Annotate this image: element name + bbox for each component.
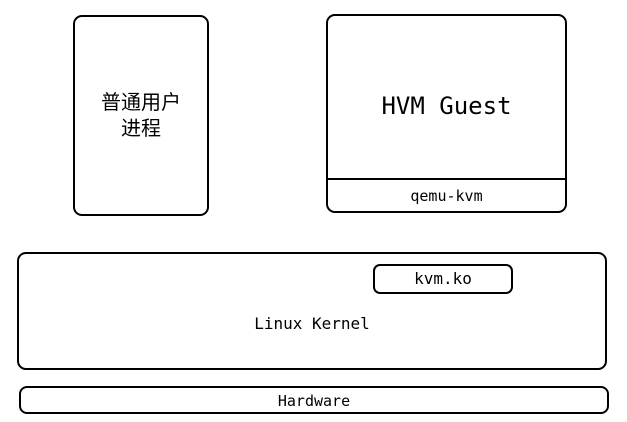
hvm-guest-title: HVM Guest: [381, 92, 512, 120]
hardware-box: Hardware: [19, 386, 609, 414]
kvm-module-box: kvm.ko: [373, 264, 513, 294]
hvm-guest-box: HVM Guest qemu-kvm: [326, 14, 567, 213]
linux-kernel-label: Linux Kernel: [254, 314, 370, 333]
user-process-box: 普通用户 进程: [73, 15, 209, 216]
hardware-label: Hardware: [277, 392, 351, 410]
user-process-label: 普通用户 进程: [101, 90, 181, 140]
linux-kernel-box: kvm.ko Linux Kernel: [17, 252, 607, 370]
hvm-guest-divider: [328, 178, 565, 180]
kvm-module-label: kvm.ko: [414, 269, 472, 288]
qemu-kvm-label: qemu-kvm: [410, 187, 483, 205]
